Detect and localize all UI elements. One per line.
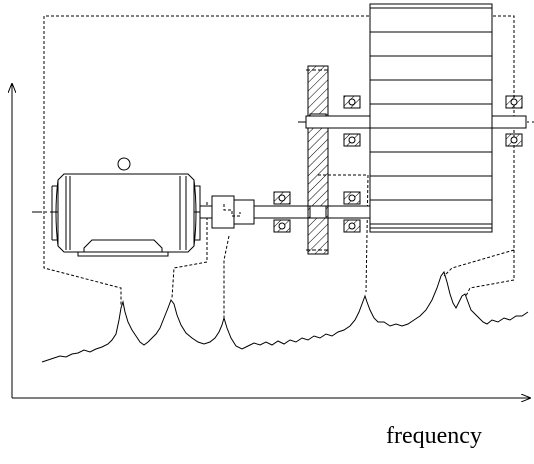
- spectrum-curve: [41, 270, 529, 363]
- axes: [12, 84, 530, 398]
- motor-rim-left: [51, 180, 59, 246]
- connector-bearing-right: [443, 150, 515, 277]
- fan-drum: [369, 3, 493, 233]
- motor: [51, 157, 201, 257]
- connector-lines: [43, 15, 515, 318]
- motor-cap-left: [55, 179, 59, 247]
- motor-cap-right: [193, 179, 197, 247]
- bearing-left: [273, 191, 291, 233]
- coupling-right-half: [233, 199, 255, 225]
- coupling-left-half: [211, 195, 235, 229]
- bearing-gear-lower: [343, 191, 361, 233]
- x-axis-label: frequency: [386, 423, 482, 449]
- coupling-jaw: [223, 204, 241, 217]
- connector-motor: [171, 202, 208, 299]
- motor-foot: [77, 251, 169, 257]
- bearing-right: [505, 95, 523, 147]
- motor-base: [83, 239, 163, 253]
- connector-fan-left: [43, 15, 369, 306]
- coupling: [211, 195, 255, 229]
- connector-gear: [318, 174, 369, 293]
- fan: [369, 3, 493, 233]
- bearing-gear-upper: [343, 95, 361, 147]
- connector-fan-right: [465, 15, 515, 297]
- motor-shaft: [199, 205, 213, 219]
- connector-coupling: [223, 235, 230, 318]
- motor-lifting-eye: [117, 157, 131, 171]
- gear: [306, 65, 330, 255]
